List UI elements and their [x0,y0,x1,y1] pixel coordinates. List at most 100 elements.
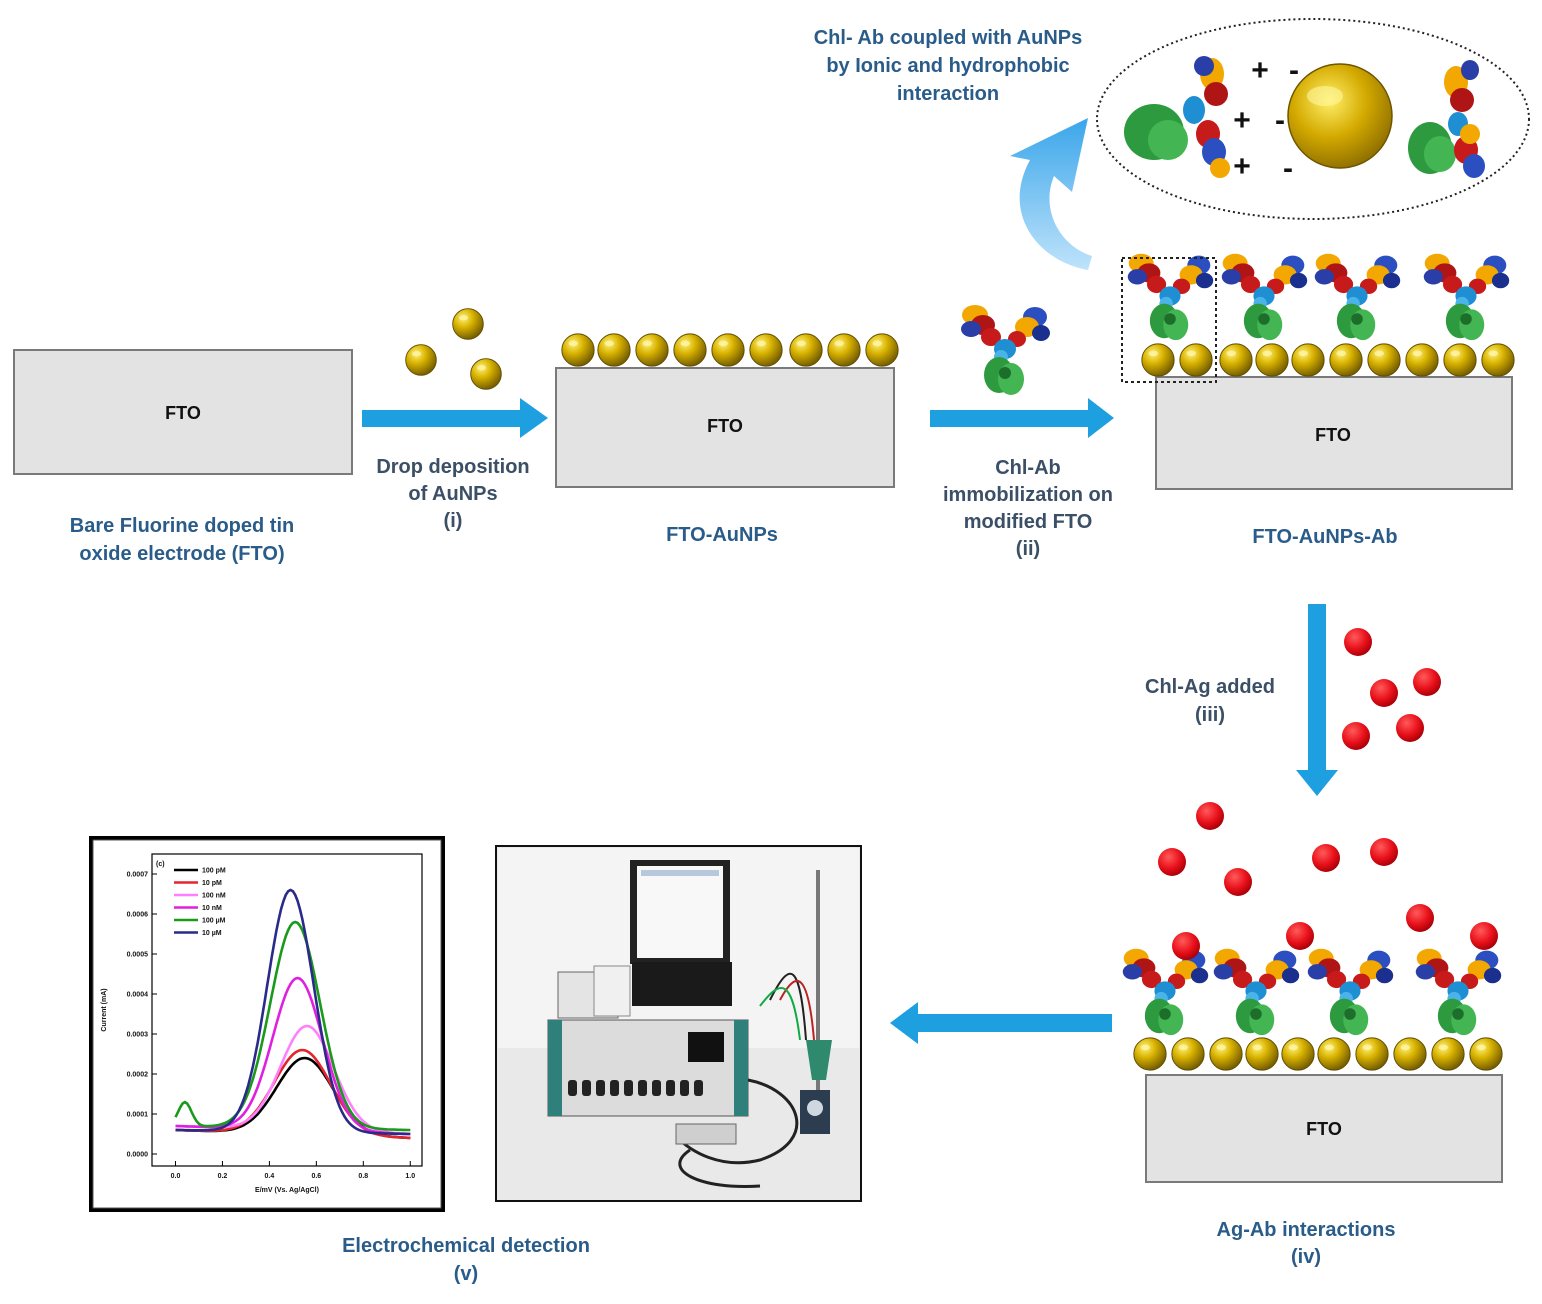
aunp [561,333,595,367]
aunp [749,333,783,367]
antibody [1307,948,1394,1036]
aunp [1291,343,1325,377]
aunp [1219,343,1253,377]
free-antibody [961,305,1050,395]
aunp [1281,1037,1315,1071]
inset-title-line2: by Ionic and hydrophobic [826,55,1069,77]
antibody [1213,948,1300,1036]
series-line [175,888,411,1136]
caption-bare-line1: Bare Fluorine doped tin [70,515,294,537]
instrument-photo [495,845,862,1202]
aunp [1367,343,1401,377]
y-tick-label: 0.0002 [127,1072,149,1079]
antibody [1221,253,1308,341]
x-tick-label: 0.8 [358,1173,368,1180]
step-1-line1: Drop deposition [376,456,529,478]
inset-sign-3: + [1233,150,1251,183]
aunp [1255,343,1289,377]
step-1-line2: of AuNPs [408,483,497,505]
inset-title-line1: Chl- Ab coupled with AuNPs [814,27,1083,49]
antibody-layer-2 [1127,253,1510,341]
inset-sign-2: + [1233,104,1251,137]
x-axis-label: E/mV (Vs. Ag/AgCl) [255,1187,319,1194]
aunp [1209,1037,1243,1071]
fto-label-2: FTO [707,416,743,436]
aunp [1329,343,1363,377]
antibody [1415,948,1502,1036]
antibody [1423,253,1510,341]
legend-label: 100 µM [202,918,226,925]
y-axis-label: Current (mA) [101,988,108,1031]
aunp [865,333,899,367]
legend-label: 100 nM [202,893,226,900]
aunp [1443,343,1477,377]
y-tick-label: 0.0007 [127,872,149,879]
x-tick-label: 1.0 [405,1173,415,1180]
dpv-chart: 0.0 0.2 0.4 0.6 0.8 1.0 0.0000 0.0001 0.0002 0.00… [101,853,423,1194]
aunp [827,333,861,367]
antibody [1127,253,1214,341]
legend-label: 100 pM [202,868,226,875]
y-tick-label: 0.0000 [127,1152,149,1159]
legend-label: 10 µM [202,930,222,937]
arrow-step-3 [1296,604,1338,796]
caption-ag-ab-line1: Ag-Ab interactions [1217,1219,1396,1241]
x-tick-label: 0.0 [171,1173,181,1180]
aunp [711,333,745,367]
fto-aunps-electrode: FTO [555,333,899,488]
aunp-layer-2 [1141,343,1515,377]
aunp [1179,343,1213,377]
step-2-line2: immobilization on [943,484,1113,506]
aunp [1317,1037,1351,1071]
caption-detection-line2: (v) [454,1263,478,1285]
aunp [1171,1037,1205,1071]
inset-gold-sphere [1287,63,1393,169]
panel-label: (c) [156,861,165,868]
aunp [1431,1037,1465,1071]
aunp [789,333,823,367]
step-3-line1: Chl-Ag added [1145,676,1275,698]
fto-label-1: FTO [165,403,201,423]
y-tick-label: 0.0004 [127,992,149,999]
loose-aunps [405,308,502,390]
inset-title-line3: interaction [897,83,999,105]
antibody [1122,948,1209,1036]
y-tick-label: 0.0003 [127,1032,149,1039]
legend-label: 10 nM [202,905,222,912]
aunp [1393,1037,1427,1071]
step-1-line3: (i) [444,510,463,532]
antibody-layer-3 [1122,948,1502,1036]
y-tick-label: 0.0006 [127,912,149,919]
aunp [1245,1037,1279,1071]
inset-sign-4: - [1289,54,1299,87]
step-2-line1: Chl-Ab [995,457,1061,479]
series-line [174,920,411,1132]
inset-sign-5: - [1275,104,1285,137]
bare-fto-electrode: FTO [13,349,353,475]
aunp [1133,1037,1167,1071]
x-tick-label: 0.2 [218,1173,228,1180]
step-3-line2: (iii) [1195,704,1225,726]
dpv-chart-frame [89,836,445,1212]
aunp [673,333,707,367]
caption-bare-line2: oxide electrode (FTO) [79,543,284,565]
y-tick-label: 0.0005 [127,952,149,959]
step-2-line3: modified FTO [964,511,1093,533]
inset-coupling: + + + - - - [1096,18,1530,220]
x-tick-label: 0.6 [311,1173,321,1180]
aunp-layer-1 [561,333,899,367]
curved-arrow-to-inset [1010,118,1092,270]
y-tick-label: 0.0001 [127,1112,149,1119]
aunp [1481,343,1515,377]
legend-label: 10 pM [202,880,222,887]
x-tick-label: 0.4 [265,1173,275,1180]
antibody [1314,253,1401,341]
inset-sign-1: + [1251,54,1269,87]
aunp [597,333,631,367]
step-2-line4: (ii) [1016,538,1040,560]
caption-fto-aunps-ab: FTO-AuNPs-Ab [1252,526,1397,548]
caption-fto-aunps: FTO-AuNPs [666,524,778,546]
aunp-layer-3 [1133,1037,1503,1071]
arrow-step-2 [930,398,1114,438]
